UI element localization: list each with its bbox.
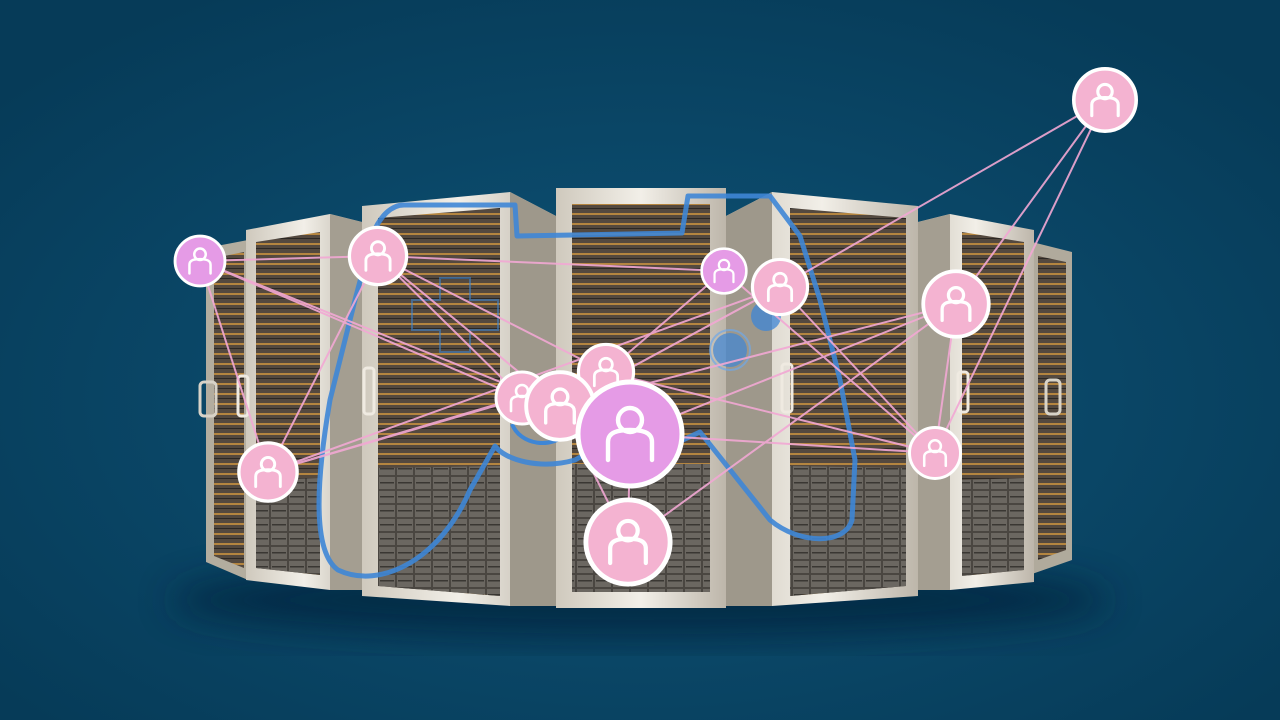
user-icon	[188, 247, 212, 275]
user-node	[583, 497, 673, 587]
user-icon	[254, 455, 282, 489]
user-node	[921, 269, 991, 339]
user-icon	[940, 285, 972, 323]
user-icon	[364, 240, 392, 272]
server-rack	[1032, 242, 1072, 574]
user-node	[700, 247, 748, 295]
server-rack	[726, 192, 918, 606]
user-nodes	[173, 66, 1139, 587]
user-node	[173, 234, 227, 288]
user-icon	[766, 271, 794, 303]
user-node	[575, 379, 685, 489]
server-rack	[236, 214, 362, 590]
user-node	[347, 225, 409, 287]
user-icon	[608, 518, 648, 566]
user-icon	[605, 405, 655, 463]
server-rack	[362, 192, 556, 606]
user-node	[908, 426, 962, 480]
game-controller-outline	[316, 193, 858, 579]
server-rack	[198, 240, 248, 580]
user-node	[1071, 66, 1139, 134]
user-icon	[713, 258, 735, 284]
user-icon	[592, 356, 620, 388]
user-node	[750, 257, 810, 317]
user-icon	[1090, 82, 1120, 118]
user-icon	[922, 438, 948, 468]
user-node	[237, 441, 299, 503]
server-rack	[918, 214, 1034, 590]
user-icon	[544, 387, 576, 425]
